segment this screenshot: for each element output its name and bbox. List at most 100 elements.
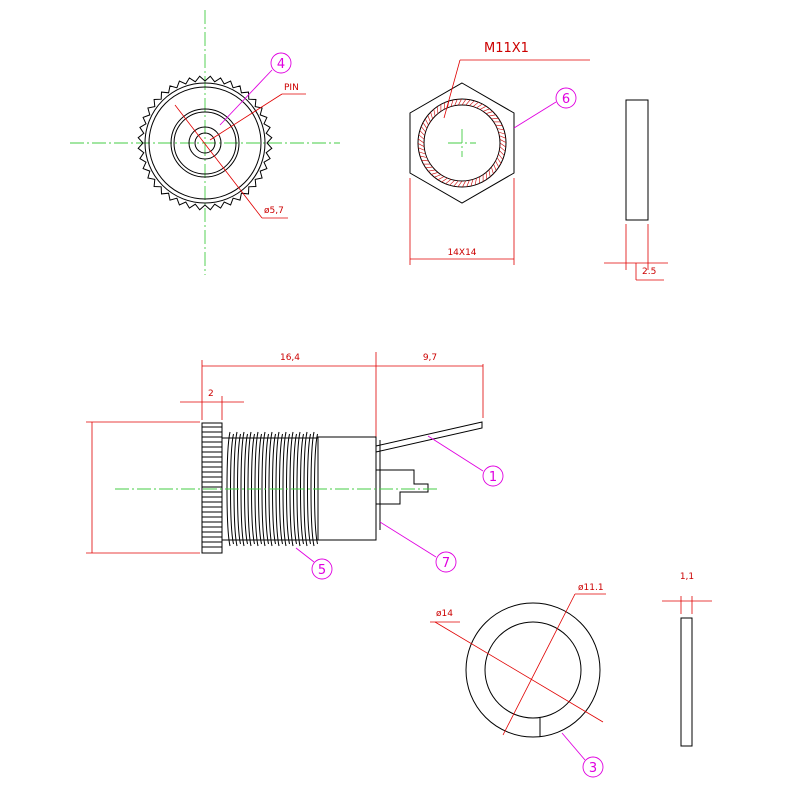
- hatch-line: [495, 160, 500, 168]
- thread-label: M11X1: [484, 41, 529, 56]
- callout-5-number: 5: [318, 563, 326, 578]
- hatch-line: [499, 142, 506, 148]
- hatch-line: [428, 169, 436, 172]
- hatch-line: [498, 131, 506, 135]
- thread-crest: [282, 431, 287, 547]
- hatch-line: [499, 135, 506, 139]
- hatch-line: [424, 118, 429, 126]
- hatch-line: [443, 102, 446, 110]
- hatch-line: [418, 147, 425, 151]
- side-view: 16,4 9,7 2 1 7 5: [86, 352, 504, 580]
- thread-hatch: [417, 98, 507, 188]
- hatch-line: [496, 157, 502, 164]
- hatch-line: [420, 126, 426, 133]
- hex-nut-view: M11X1 14X14 6: [409, 41, 590, 265]
- thread-root: [307, 433, 311, 545]
- callout-7-circle: [435, 551, 457, 573]
- hatch-line: [462, 180, 466, 188]
- hatch-line: [488, 169, 491, 177]
- hatch-line: [498, 153, 504, 160]
- flange-knurl: [202, 426, 222, 548]
- hatch-line: [499, 146, 506, 152]
- callout-3-leader: [561, 732, 586, 761]
- hatch-line: [472, 101, 479, 107]
- nut-size-label: 14X14: [447, 248, 476, 258]
- hatch-line: [499, 150, 505, 156]
- hatch-line: [461, 99, 467, 106]
- hatch-line: [419, 130, 425, 136]
- hatch-line: [465, 99, 471, 106]
- hatch-line: [491, 167, 494, 174]
- callout-5-leader: [295, 547, 315, 563]
- hatch-line: [474, 178, 477, 186]
- hatch-line: [482, 108, 490, 112]
- hatch-line: [437, 176, 445, 181]
- washer-inner-label: ø11.1: [578, 583, 604, 593]
- callout-3-circle: [582, 756, 604, 778]
- callout-6-number: 6: [562, 92, 570, 107]
- knurl-base-circle: [144, 82, 266, 204]
- length-pin-label: 9,7: [423, 353, 437, 363]
- hatch-line: [421, 159, 429, 162]
- hatch-line: [417, 143, 425, 147]
- washer-outer-dim: [434, 621, 604, 723]
- hatch-line: [419, 155, 427, 158]
- callout-7-number: 7: [442, 556, 450, 571]
- nut-side-rect: [625, 99, 649, 221]
- washer-outer: [465, 602, 601, 738]
- hatch-line: [430, 112, 433, 119]
- hatch-line: [434, 174, 442, 178]
- thread-crest: [289, 431, 294, 547]
- thread-crest: [261, 431, 266, 547]
- hatch-line: [427, 115, 431, 123]
- hatch-line: [476, 103, 483, 109]
- hatch-line: [425, 166, 433, 168]
- washer-view: ø14 ø11.1 3: [430, 583, 606, 778]
- callout-1-leader: [427, 435, 484, 472]
- center-terminal: [376, 469, 429, 505]
- hex-nut-outline: [409, 82, 515, 204]
- front-pin-inner: [194, 132, 216, 154]
- hatch-line: [479, 105, 487, 110]
- thread-crest: [310, 431, 315, 547]
- callout-6-circle: [555, 87, 577, 109]
- pin-leader: [209, 93, 283, 141]
- length-body-label: 16,4: [280, 353, 300, 363]
- washer-inner: [484, 621, 582, 719]
- hatch-line: [445, 179, 452, 185]
- hatch-line: [418, 138, 425, 144]
- hatch-line: [493, 163, 497, 171]
- washer-inner-dim: [502, 593, 576, 736]
- thread-crest: [240, 431, 245, 547]
- knurl-outline: [137, 75, 273, 211]
- callout-5-circle: [311, 558, 333, 580]
- front-bore-outer: [170, 108, 240, 178]
- pin-dia-leader: [174, 104, 263, 219]
- pin-dia-label: ø5,7: [264, 206, 284, 216]
- hatch-line: [433, 109, 436, 117]
- hatch-line: [437, 106, 439, 114]
- hatch-line: [485, 172, 487, 180]
- callout-4-circle: [270, 52, 292, 74]
- washer-outer-label: ø14: [436, 609, 453, 619]
- washer-side-rect: [680, 617, 693, 747]
- washer-side-view: 1,1: [662, 572, 712, 747]
- pin-terminal: [375, 421, 483, 453]
- hatch-line: [488, 114, 496, 117]
- hatch-line: [466, 180, 470, 187]
- callout-4-leader: [219, 69, 273, 126]
- hex-nut-outer-thread: [417, 98, 507, 188]
- thread-root: [244, 433, 248, 545]
- hatch-line: [491, 118, 499, 120]
- pin-label: PIN: [284, 83, 299, 93]
- nut-side-view: 2.5: [604, 99, 668, 281]
- hatch-line: [457, 180, 463, 187]
- front-bore-inner: [173, 111, 237, 175]
- hatch-line: [470, 179, 474, 187]
- hatch-line: [495, 124, 503, 127]
- hatch-line: [431, 172, 438, 175]
- callout-1-number: 1: [489, 470, 497, 485]
- hatch-line: [453, 180, 459, 187]
- nut-thick-label: 2.5: [642, 267, 656, 277]
